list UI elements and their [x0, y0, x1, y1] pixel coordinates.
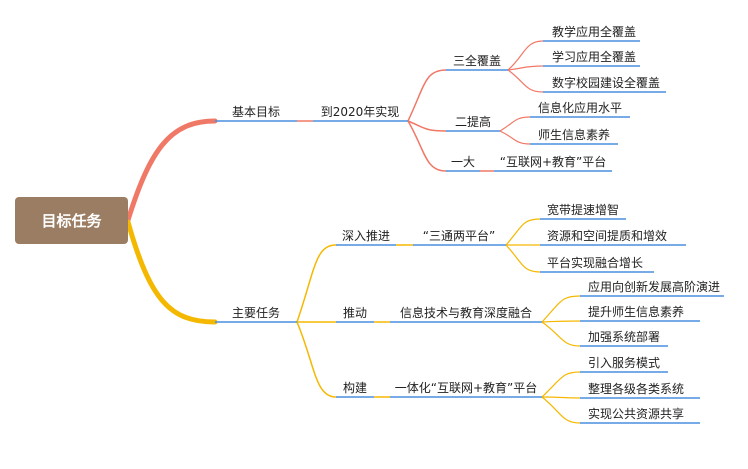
connector-promote-3	[541, 321, 581, 347]
node-deepen-item[interactable]: 资源和空间提质和增效	[547, 228, 667, 243]
root-node-label: 目标任务	[41, 212, 102, 230]
node-goals[interactable]: 基本目标	[232, 105, 280, 119]
node-deepen-item[interactable]: 宽带提速增智	[547, 202, 619, 217]
node-full-coverage-item[interactable]: 数字校园建设全覆盖	[552, 75, 660, 90]
node-promote-topic[interactable]: 信息技术与教育深度融合	[400, 305, 532, 320]
node-tasks[interactable]: 主要任务	[232, 305, 280, 320]
node-year[interactable]: 到2020年实现	[321, 104, 400, 119]
connector-build-3	[541, 396, 581, 424]
node-labels: 基本目标 到2020年实现 三全覆盖 教学应用全覆盖 学习应用全覆盖 数字校园建…	[232, 24, 720, 421]
connector-promote-2	[541, 320, 581, 323]
node-promote-item[interactable]: 加强系统部署	[588, 329, 660, 344]
connector-year-full	[407, 69, 447, 122]
node-promote[interactable]: 推动	[343, 306, 367, 320]
connector-year-two	[407, 120, 447, 132]
top-connectors	[125, 40, 544, 223]
node-build-item[interactable]: 整理各级各类系统	[588, 381, 684, 396]
node-deepen-platform[interactable]: “三通两平台”	[423, 228, 495, 243]
connector-deepen-3	[505, 244, 541, 273]
connector-promote-1	[541, 295, 581, 323]
node-two-improve-item[interactable]: 信息化应用水平	[538, 100, 622, 115]
node-one-big[interactable]: 一大	[451, 155, 475, 169]
node-build-topic[interactable]: 一体化“互联网+教育”平台	[395, 380, 538, 395]
node-two-improve-item[interactable]: 师生信息素养	[538, 127, 610, 142]
node-full-coverage-item[interactable]: 学习应用全覆盖	[552, 49, 636, 64]
node-promote-item[interactable]: 应用向创新发展高阶演进	[588, 279, 720, 294]
connector-two-2	[499, 130, 531, 145]
node-two-improve[interactable]: 二提高	[455, 114, 491, 129]
node-full-coverage-item[interactable]: 教学应用全覆盖	[552, 24, 636, 39]
connector-deepen-1	[505, 218, 541, 246]
connector-tasks-deepen	[296, 244, 337, 323]
connector-two-1	[499, 116, 531, 132]
node-deepen-item[interactable]: 平台实现融合增长	[547, 255, 643, 270]
connector-build-1	[541, 371, 581, 398]
node-full-coverage[interactable]: 三全覆盖	[453, 53, 501, 68]
node-build[interactable]: 构建	[343, 380, 367, 395]
bottom-straight-links	[374, 244, 413, 398]
node-deepen[interactable]: 深入推进	[342, 229, 390, 243]
connector-root-goals	[125, 118, 218, 223]
connector-tasks-build	[296, 321, 337, 398]
connector-full-3	[507, 69, 544, 93]
connector-full-2	[507, 65, 544, 71]
node-underlines	[215, 40, 724, 424]
top-straight-links	[297, 120, 494, 172]
node-promote-item[interactable]: 提升师生信息素养	[588, 304, 684, 319]
node-one-big-item[interactable]: “互联网+教育”平台	[500, 154, 607, 169]
root-node-box	[15, 197, 128, 244]
connector-year-one	[407, 120, 447, 172]
bottom-connectors	[125, 218, 581, 424]
node-build-item[interactable]: 实现公共资源共享	[588, 406, 684, 421]
connector-full-1	[507, 40, 544, 71]
node-build-item[interactable]: 引入服务模式	[588, 355, 660, 370]
root-node[interactable]: 目标任务	[15, 197, 128, 244]
connector-root-tasks	[125, 219, 218, 325]
connector-build-2	[541, 396, 581, 399]
